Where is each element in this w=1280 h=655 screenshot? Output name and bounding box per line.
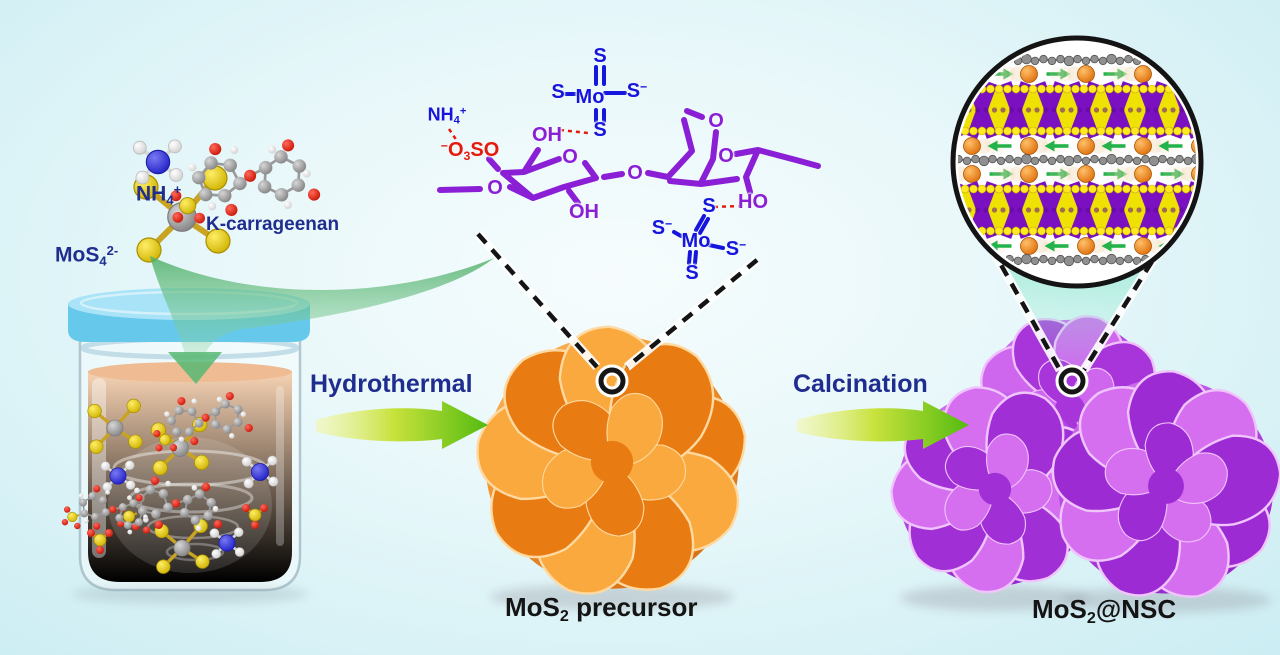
thiomolybdate-complex-top <box>564 65 627 123</box>
ion-flow-arrow-icon <box>1158 140 1169 152</box>
ion-sphere <box>963 165 981 183</box>
magnifier-marker <box>598 367 626 395</box>
ion-sphere <box>1020 65 1038 83</box>
ion-flow-arrow-icon <box>987 140 998 152</box>
nh4-molecule <box>131 137 185 187</box>
magnified-inset <box>950 35 1242 289</box>
ion-flow-arrow-icon <box>1216 241 1226 252</box>
mo-atom: Mo <box>575 86 605 108</box>
ion-flow-arrow-icon <box>1044 240 1055 252</box>
ion-flow-arrow-icon <box>1101 140 1112 152</box>
ion-sphere <box>963 65 981 83</box>
mos4-label: MoS42- <box>55 243 119 269</box>
ion-flow-arrow-icon <box>1232 169 1242 180</box>
precursor-ball <box>476 325 747 595</box>
ion-sphere <box>1191 237 1196 255</box>
ion-sphere <box>1077 165 1095 183</box>
calcination-label: Calcination <box>793 370 928 398</box>
final-product-label: MoS2@NSC <box>1032 594 1177 627</box>
ion-flow-arrow-icon <box>1117 168 1128 180</box>
pour-funnel-arrow-icon <box>150 256 494 384</box>
thiomolybdate-complex-bottom <box>672 214 725 265</box>
methoxy-oxygen: O <box>487 177 503 199</box>
nh4-label: NH4+ <box>136 182 182 208</box>
glass-highlight-right <box>276 386 284 546</box>
s-atom: S <box>551 81 565 103</box>
s-atom: S <box>593 45 607 67</box>
glycosidic-oxygen: O <box>627 162 643 184</box>
ion-sphere <box>1077 65 1095 83</box>
ion-flow-arrow-icon <box>1003 168 1014 180</box>
s-minus-atom: S− <box>651 216 673 240</box>
oh-group: OH <box>569 201 599 223</box>
ion-sphere <box>1134 137 1152 155</box>
ion-sphere <box>1020 165 1038 183</box>
oh-group: OH <box>532 124 562 146</box>
s-atom: S <box>685 262 699 284</box>
mo-atom: Mo <box>681 230 711 252</box>
ion-sphere <box>1020 137 1038 155</box>
ring-oxygen: O <box>562 146 578 168</box>
hydrogen-bond-dashes <box>447 128 740 209</box>
precursor-label: MoS2 precursor <box>505 592 698 625</box>
ion-sphere <box>1134 65 1152 83</box>
ion-sphere <box>1020 237 1038 255</box>
ion-flow-arrow-icon <box>1174 168 1185 180</box>
ion-flow-arrow-icon <box>1003 68 1014 80</box>
ion-sphere <box>1134 165 1152 183</box>
hydrothermal-label: Hydrothermal <box>310 370 473 398</box>
ion-sphere <box>1134 237 1152 255</box>
product-particles <box>476 315 1280 613</box>
ion-flow-arrow-icon <box>1216 141 1226 152</box>
s-atom: S <box>702 195 716 217</box>
ion-sphere <box>1077 137 1095 155</box>
magnifier-marker-right <box>1058 367 1086 395</box>
kcarrageenan-molecule <box>164 132 324 228</box>
ion-sphere <box>1191 65 1196 83</box>
anhydro-oxygen: O <box>708 110 724 132</box>
structure-nh4-label: NH4+ <box>427 104 467 127</box>
ring-oxygen: O <box>718 145 734 167</box>
carrageenan-skeleton <box>437 108 821 206</box>
ion-flow-arrow-icon <box>1117 68 1128 80</box>
product-ball-right <box>1051 370 1280 598</box>
sulfate-label: −O3SO <box>440 138 500 163</box>
hydrothermal-arrow-icon <box>316 401 488 449</box>
s-atom: S <box>593 119 607 141</box>
ion-flow-arrow-icon <box>1232 69 1242 80</box>
ion-sphere <box>963 137 981 155</box>
ion-flow-arrow-icon <box>1101 240 1112 252</box>
ion-flow-arrow-icon <box>1060 168 1071 180</box>
kcarrageenan-label: K-carrageenan <box>206 214 340 235</box>
ion-flow-arrow-icon <box>1174 68 1185 80</box>
ion-flow-arrow-icon <box>1044 140 1055 152</box>
ion-flow-arrow-icon <box>1060 68 1071 80</box>
ion-sphere <box>1077 237 1095 255</box>
callout-dashes-precursor <box>474 230 760 398</box>
s-minus-atom: S− <box>626 79 648 103</box>
ho-group: HO <box>738 191 768 213</box>
s-minus-atom: S− <box>725 237 747 261</box>
reaction-jar <box>59 256 494 604</box>
